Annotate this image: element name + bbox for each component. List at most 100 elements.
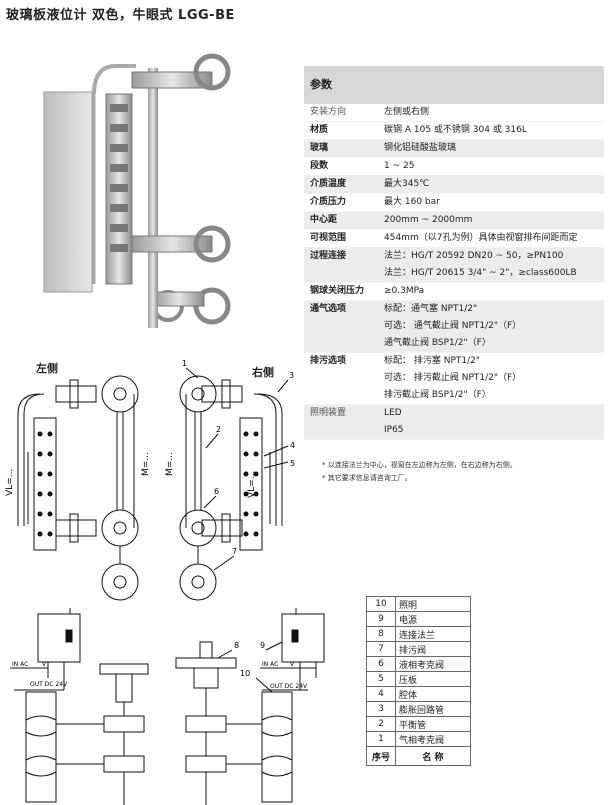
product-photo	[43, 53, 231, 328]
spec-row: 可视范围 454mm（以7孔为例）具体由视窗排布间距而定	[304, 230, 604, 248]
spec-value: 标配： 排污塞 NPT1/2" 可选： 排污截止阀 NPT1/2"（F） 排污截止…	[384, 353, 604, 404]
legend-name: 腔体	[395, 686, 471, 702]
spec-value-line: 排污截止阀 BSP1/2"（F）	[384, 390, 491, 400]
callout-3: 3	[289, 371, 294, 380]
legend-head-name: 名 称	[395, 746, 471, 766]
v-label-right: V	[290, 661, 295, 668]
legend-name: 液相考克阀	[395, 656, 471, 672]
legend-number: 1	[366, 731, 396, 747]
spec-row: 段数 1 ~ 25	[304, 158, 604, 176]
spec-value: 标配：通气塞 NPT1/2" 可选： 通气截止阀 NPT1/2"（F） 通气截止阀…	[384, 301, 604, 352]
side-view-drawing: VL=... M=... M=... VL=... 1 2 3 4 5 6 7	[5, 359, 295, 601]
spec-header: 参数	[304, 66, 604, 104]
spec-value-line: 法兰：HG/T 20615 3/4" ~ 2"，≥class600LB	[384, 268, 577, 278]
spec-value-line: LED	[384, 408, 402, 418]
spec-value-line: 钢化铝硅酸盐玻璃	[384, 143, 457, 153]
callout-6: 6	[214, 487, 219, 496]
in-ac-label-right: IN AC	[262, 661, 278, 668]
spec-key: 照明装置	[310, 408, 347, 418]
legend-name: 电源	[395, 611, 471, 627]
callout-2: 2	[216, 425, 221, 434]
spec-row: 通气选项 标配：通气塞 NPT1/2" 可选： 通气截止阀 NPT1/2"（F） 通…	[304, 301, 604, 353]
spec-key: 排污选项	[310, 356, 347, 366]
spec-value-line: 标配：通气塞 NPT1/2"	[384, 304, 478, 314]
legend-number: 4	[366, 686, 396, 702]
spec-row: 介质温度 最大345℃	[304, 176, 604, 194]
spec-value-line: 200mm ~ 2000mm	[384, 215, 473, 225]
spec-value-line: 左侧或右侧	[384, 107, 430, 117]
vl-label-right: VL=...	[247, 471, 257, 498]
spec-value-line: 法兰：HG/T 20592 DN20 ~ 50，≥PN100	[384, 251, 564, 261]
spec-key: 玻璃	[310, 143, 329, 153]
legend-number: 2	[366, 716, 396, 732]
legend-number: 3	[366, 701, 396, 717]
spec-value-line: 最大345℃	[384, 179, 430, 189]
spec-key: 安装方向	[310, 107, 347, 117]
spec-value-line: 标配： 排污塞 NPT1/2"	[384, 356, 481, 366]
spec-value: ≥0.3MPa	[384, 283, 604, 300]
legend-name: 气相考克阀	[395, 731, 471, 747]
callout-5: 5	[290, 459, 295, 468]
legend-name: 压板	[395, 671, 471, 687]
m-label-right: M=...	[165, 452, 175, 476]
legend-number: 7	[366, 641, 396, 657]
left-side-label: 左侧	[36, 362, 58, 375]
legend-name: 平衡管	[395, 716, 471, 732]
spec-key: 通气选项	[310, 304, 347, 314]
in-ac-label: IN AC	[12, 661, 28, 668]
legend-name: 排污阀	[395, 641, 471, 657]
spec-key: 介质温度	[310, 179, 347, 189]
spec-value-line: 1 ~ 25	[384, 161, 415, 171]
legend-name: 连接法兰	[395, 626, 471, 642]
legend-name: 膨胀回路管	[395, 701, 471, 717]
spec-value-line: 最大 160 bar	[384, 197, 440, 207]
spec-key: 材质	[310, 125, 329, 135]
spec-value: 最大345℃	[384, 176, 604, 193]
note-line: * 以连接法兰为中心，视窗在左边称为左侧，在右边称为右侧。	[322, 461, 517, 469]
legend-head-number: 序号	[366, 746, 396, 766]
page-title: 玻璃板液位计 双色，牛眼式 LGG-BE	[6, 8, 235, 23]
vl-label: VL=...	[5, 469, 15, 496]
spec-value: 钢化铝硅酸盐玻璃	[384, 140, 604, 157]
legend-number: 9	[366, 611, 396, 627]
callout-8: 8	[234, 641, 239, 650]
legend-number: 10	[366, 596, 396, 612]
m-label: M=...	[141, 452, 151, 476]
legend-name: 照明	[395, 596, 471, 612]
spec-row: 材质 碳钢 A 105 或不锈钢 304 或 316L	[304, 122, 604, 140]
callout-1: 1	[182, 359, 187, 368]
spec-row: 介质压力最大 160 bar	[304, 194, 604, 212]
callout-10: 10	[240, 669, 250, 678]
note-line: * 其它要求信息请咨询工厂。	[322, 474, 412, 482]
out-dc-label: OUT DC 24V	[30, 681, 68, 688]
spec-value: 454mm（以7孔为例）具体由视窗排布间距而定	[384, 230, 604, 247]
spec-value-line: 可选： 排污截止阀 NPT1/2"（F）	[384, 373, 522, 383]
spec-value: 200mm ~ 2000mm	[384, 212, 604, 229]
notes: * 以连接法兰为中心，视窗在左边称为左侧，在右边称为右侧。 * 其它要求信息请咨…	[322, 459, 517, 485]
spec-value-line: 通气截止阀 BSP1/2"（F）	[384, 338, 491, 348]
spec-key: 可视范围	[310, 233, 347, 243]
legend-number: 6	[366, 656, 396, 672]
callout-7: 7	[232, 547, 237, 556]
spec-value-line: ≥0.3MPa	[384, 286, 425, 296]
spec-value-line: 454mm（以7孔为例）具体由视窗排布间距而定	[384, 233, 578, 243]
callout-4: 4	[290, 441, 295, 450]
spec-key: 段数	[310, 161, 329, 171]
spec-value: 碳钢 A 105 或不锈钢 304 或 316L	[384, 122, 604, 139]
spec-row: 排污选项 标配： 排污塞 NPT1/2" 可选： 排污截止阀 NPT1/2"（F） …	[304, 353, 604, 405]
spec-row: 玻璃 钢化铝硅酸盐玻璃	[304, 140, 604, 158]
spec-value-line: 可选： 通气截止阀 NPT1/2"（F）	[384, 321, 522, 331]
